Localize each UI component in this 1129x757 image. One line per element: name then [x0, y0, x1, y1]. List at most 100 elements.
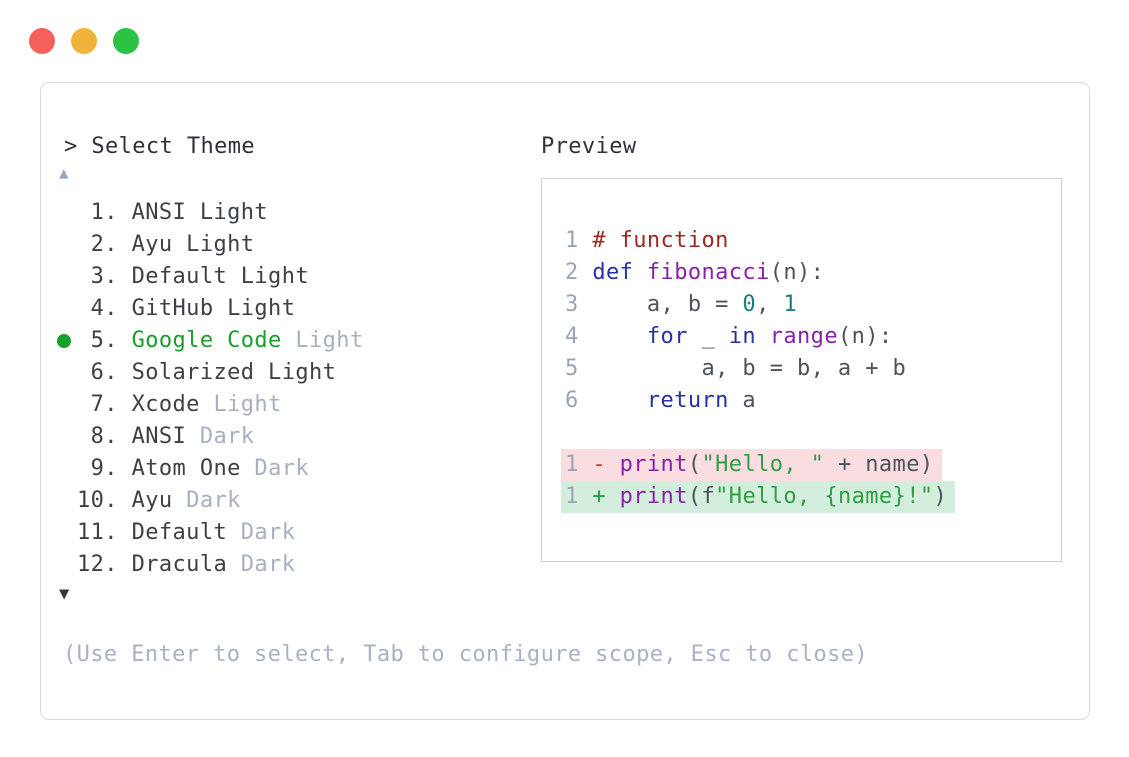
- token-string: "Hello, {name}!": [715, 484, 934, 509]
- diff-highlight-removed: 1 - print("Hello, " + name): [561, 449, 942, 481]
- token-function: range: [769, 324, 838, 349]
- minimize-button[interactable]: [71, 28, 97, 54]
- token-plain: [592, 388, 647, 413]
- theme-item-number: 11.: [77, 520, 118, 545]
- token-plain: [756, 324, 770, 349]
- theme-item-3[interactable]: 3. Default Light: [51, 261, 364, 293]
- code-line: 2 def fibonacci(n):: [565, 257, 1061, 289]
- token-plain: [592, 324, 647, 349]
- theme-item-label: Atom One: [131, 456, 241, 481]
- prompt-label: Select Theme: [91, 134, 256, 159]
- theme-item-7[interactable]: 7. Xcode Light: [51, 389, 364, 421]
- prompt: > Select Theme: [64, 131, 255, 163]
- code-line: 3 a, b = 0, 1: [565, 289, 1061, 321]
- token-plain: (n):: [837, 324, 893, 349]
- theme-item-number: 9.: [77, 456, 118, 481]
- token-plain: a: [728, 388, 757, 413]
- diff-marker: -: [592, 452, 606, 477]
- theme-item-variant: Dark: [186, 488, 241, 513]
- token-plain: a, b =: [592, 292, 743, 317]
- token-number: 0: [742, 292, 757, 317]
- code-tokens: def fibonacci(n):: [592, 260, 824, 285]
- theme-item-label: Dracula: [131, 552, 228, 577]
- line-number: 1: [565, 452, 579, 477]
- theme-item-label: Default Light: [131, 264, 309, 289]
- token-function: print: [619, 484, 688, 509]
- code-tokens: print(f"Hello, {name}!"): [620, 484, 948, 509]
- theme-item-label: Ayu Light: [131, 232, 255, 257]
- theme-item-4[interactable]: 4. GitHub Light: [51, 293, 364, 325]
- token-keyword: for: [646, 324, 688, 349]
- line-number: 2: [565, 260, 579, 285]
- token-plain: (n):: [769, 260, 825, 285]
- theme-item-5[interactable]: 5. Google Code Light: [51, 325, 364, 357]
- theme-item-number: 3.: [77, 264, 118, 289]
- token-plain: (f: [687, 484, 716, 509]
- preview-title: Preview: [541, 134, 637, 159]
- theme-item-number: 4.: [77, 296, 118, 321]
- theme-item-label: Ayu: [131, 488, 173, 513]
- diff-line-added: 1 + print(f"Hello, {name}!"): [561, 481, 1061, 513]
- zoom-button[interactable]: [113, 28, 139, 54]
- diff-highlight-added: 1 + print(f"Hello, {name}!"): [561, 481, 956, 513]
- theme-item-number: 6.: [77, 360, 118, 385]
- theme-item-label: Solarized Light: [131, 360, 337, 385]
- token-string: "Hello, ": [701, 452, 825, 477]
- theme-item-variant: Dark: [240, 520, 296, 545]
- code-tokens: return a: [592, 388, 756, 413]
- line-number: 4: [565, 324, 579, 349]
- theme-item-number: 8.: [77, 424, 118, 449]
- token-plain: + name): [824, 452, 934, 477]
- token-plain: [633, 260, 647, 285]
- token-plain: ): [933, 484, 948, 509]
- token-function: fibonacci: [646, 260, 770, 285]
- scroll-up-icon[interactable]: ▲: [59, 163, 70, 182]
- line-number: 5: [565, 356, 579, 381]
- code-line: 5 a, b = b, a + b: [565, 353, 1061, 385]
- blank-line: [565, 417, 1061, 449]
- diff-line-removed: 1 - print("Hello, " + name): [561, 449, 1061, 481]
- theme-item-12[interactable]: 12. Dracula Dark: [51, 549, 364, 581]
- close-button[interactable]: [29, 28, 55, 54]
- token-keyword: def: [592, 260, 634, 285]
- token-keyword: return: [646, 388, 729, 413]
- theme-picker-dialog: > Select Theme ▲ 1. ANSI Light 2. Ayu Li…: [40, 82, 1090, 720]
- theme-item-2[interactable]: 2. Ayu Light: [51, 229, 364, 261]
- theme-item-label: ANSI: [131, 424, 187, 449]
- line-number: 1: [565, 484, 579, 509]
- selected-dot-icon: [57, 334, 71, 348]
- theme-item-variant: Light: [213, 392, 282, 417]
- theme-item-variant: Dark: [240, 552, 296, 577]
- theme-item-label: GitHub Light: [131, 296, 296, 321]
- theme-item-label: ANSI Light: [131, 200, 269, 225]
- token-function: print: [619, 452, 688, 477]
- theme-item-11[interactable]: 11. Default Dark: [51, 517, 364, 549]
- diff-marker: +: [592, 484, 606, 509]
- theme-item-variant: Light: [295, 328, 364, 353]
- line-number: 1: [565, 228, 579, 253]
- window-controls: [29, 28, 139, 54]
- theme-item-1[interactable]: 1. ANSI Light: [51, 197, 364, 229]
- prompt-caret: >: [64, 134, 78, 159]
- theme-item-label: Default: [131, 520, 228, 545]
- code-tokens: a, b = 0, 1: [592, 292, 797, 317]
- code-tokens: a, b = b, a + b: [592, 356, 906, 381]
- line-number: 3: [565, 292, 579, 317]
- code-tokens: # function: [592, 228, 728, 253]
- token-plain: _: [687, 324, 729, 349]
- theme-item-8[interactable]: 8. ANSI Dark: [51, 421, 364, 453]
- token-keyword: in: [728, 324, 757, 349]
- theme-item-number: 1.: [77, 200, 118, 225]
- selected-dot: [51, 325, 77, 357]
- theme-item-9[interactable]: 9. Atom One Dark: [51, 453, 364, 485]
- theme-item-10[interactable]: 10. Ayu Dark: [51, 485, 364, 517]
- theme-item-variant: Dark: [254, 456, 310, 481]
- token-plain: (: [687, 452, 702, 477]
- scroll-down-icon[interactable]: ▼: [59, 584, 70, 604]
- theme-item-6[interactable]: 6. Solarized Light: [51, 357, 364, 389]
- prompt-space: [78, 134, 92, 159]
- code-tokens: print("Hello, " + name): [620, 452, 934, 477]
- token-plain: ,: [756, 292, 784, 317]
- theme-item-label: Google Code: [131, 328, 282, 353]
